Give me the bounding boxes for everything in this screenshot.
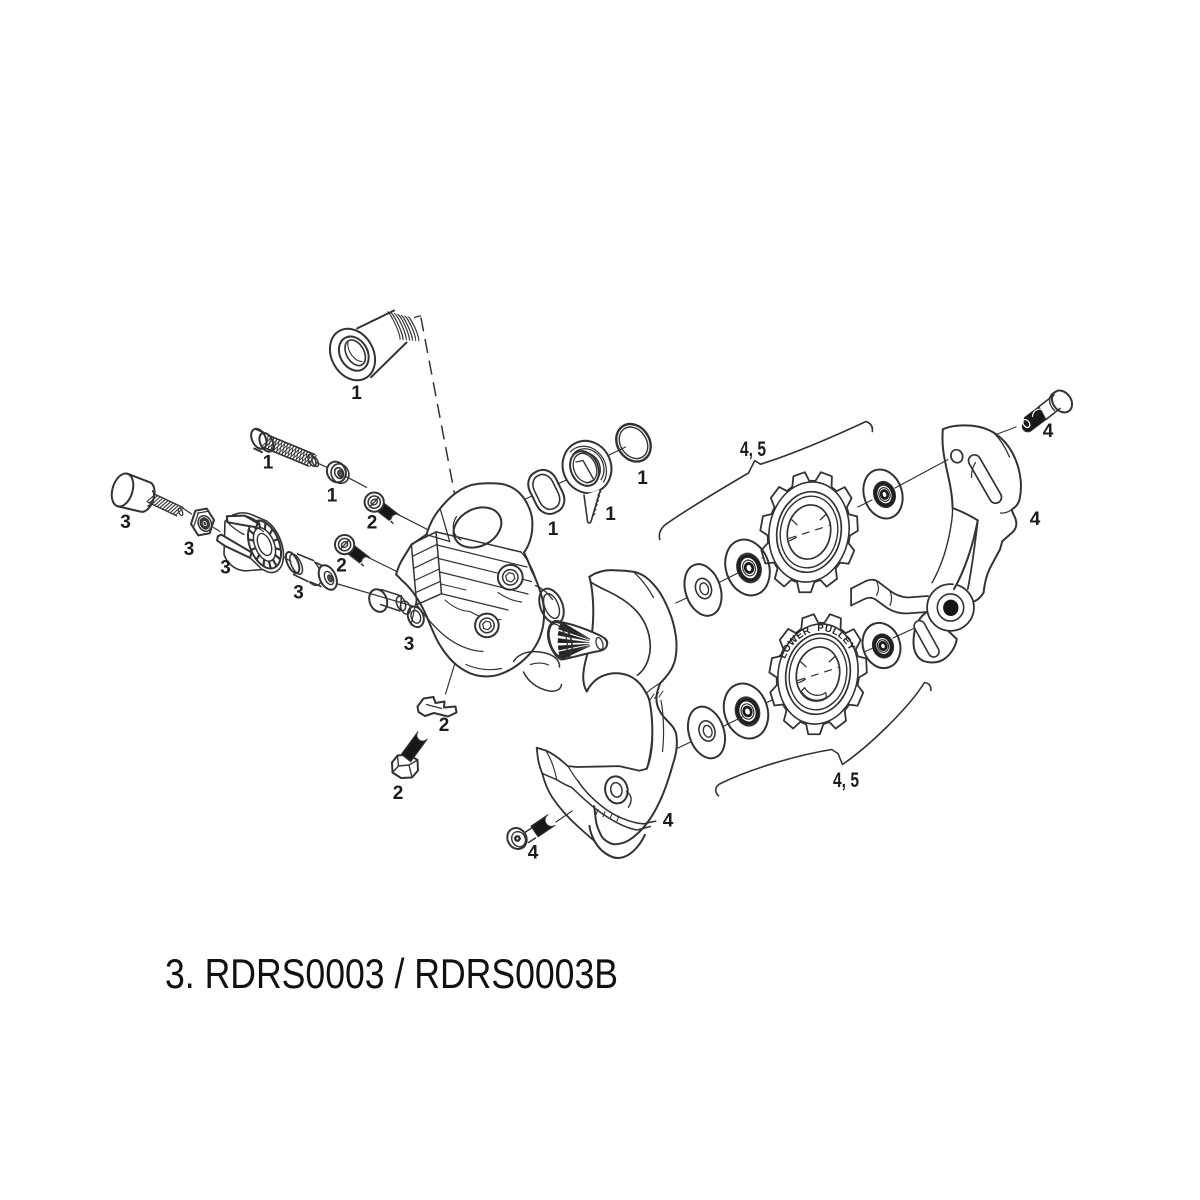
- svg-text:4, 5: 4, 5: [740, 438, 766, 461]
- svg-text:3: 3: [120, 512, 131, 533]
- svg-text:2: 2: [367, 513, 378, 534]
- svg-text:3. RDRS0003 / RDRS0003B: 3. RDRS0003 / RDRS0003B: [165, 950, 618, 997]
- svg-text:1: 1: [548, 519, 559, 540]
- svg-text:4: 4: [663, 811, 674, 832]
- svg-text:3: 3: [220, 558, 231, 579]
- svg-text:4, 5: 4, 5: [833, 769, 859, 792]
- svg-text:3: 3: [293, 583, 304, 604]
- svg-text:3: 3: [404, 634, 415, 655]
- svg-text:1: 1: [637, 468, 648, 489]
- svg-text:1: 1: [351, 383, 362, 404]
- svg-text:4: 4: [1043, 421, 1054, 442]
- svg-text:4: 4: [528, 843, 539, 864]
- svg-text:1: 1: [327, 486, 338, 507]
- svg-text:1: 1: [605, 504, 616, 525]
- svg-text:4: 4: [1030, 509, 1041, 530]
- svg-text:1: 1: [263, 453, 274, 474]
- svg-text:2: 2: [393, 783, 404, 804]
- svg-text:2: 2: [439, 715, 450, 736]
- svg-text:2: 2: [336, 556, 347, 577]
- svg-text:3: 3: [184, 539, 195, 560]
